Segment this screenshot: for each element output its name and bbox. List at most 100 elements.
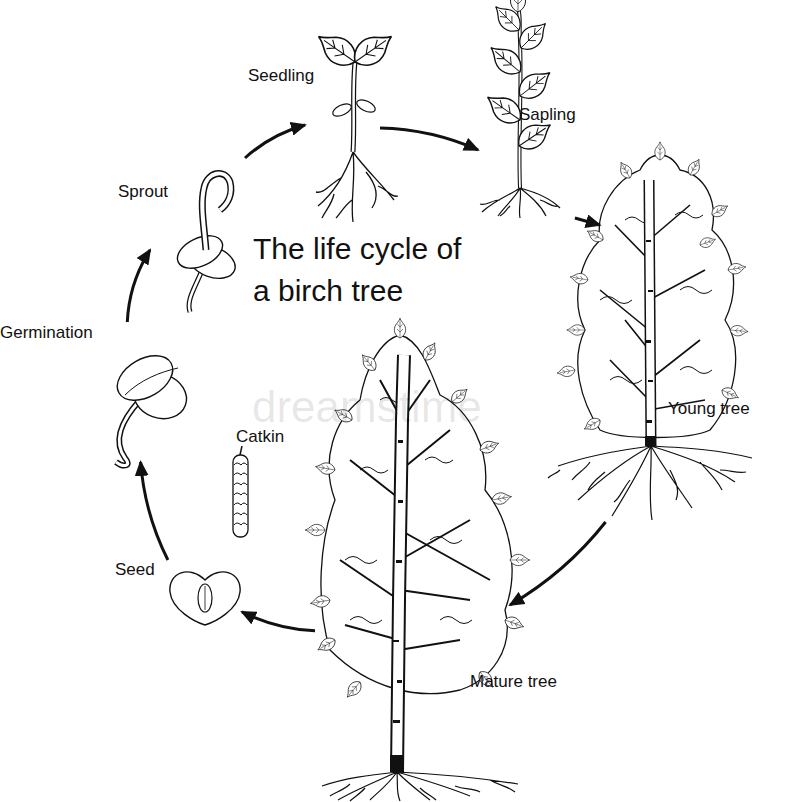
young-tree-drawing-part bbox=[600, 212, 712, 384]
cycle-arrow bbox=[575, 218, 600, 225]
cycle-arrow bbox=[127, 250, 150, 322]
mature-tree-drawing-part bbox=[315, 635, 338, 655]
sapling-drawing-part bbox=[489, 0, 526, 37]
sprout-drawing-part bbox=[202, 173, 231, 250]
seedling-drawing-part bbox=[348, 26, 399, 72]
young-tree-drawing-part bbox=[727, 262, 747, 275]
sapling-drawing-part bbox=[514, 17, 552, 55]
mature-tree-drawing-part bbox=[390, 755, 404, 772]
mature-tree-drawing-part bbox=[394, 318, 405, 338]
stage-label: Germination bbox=[0, 323, 93, 343]
mature-tree-drawing-part bbox=[310, 594, 331, 609]
seedling-drawing-part bbox=[316, 152, 398, 222]
mature-tree-drawing-part bbox=[397, 680, 402, 683]
young-tree-drawing bbox=[548, 142, 752, 520]
young-tree-drawing-part bbox=[698, 235, 717, 249]
seedling-drawing bbox=[311, 26, 399, 222]
seed-drawing bbox=[170, 572, 240, 625]
stage-label: Sapling bbox=[519, 105, 576, 125]
cycle-arrow bbox=[245, 125, 305, 158]
life-stage: Germination bbox=[0, 322, 190, 462]
young-tree-drawing-part bbox=[646, 420, 652, 423]
seedling-drawing-part bbox=[355, 97, 377, 115]
seedling-drawing-part bbox=[353, 62, 355, 152]
mature-tree-drawing-part bbox=[478, 438, 500, 455]
young-tree-drawing-part bbox=[686, 157, 704, 178]
sprout-drawing-part bbox=[189, 268, 203, 312]
mature-tree-drawing-part bbox=[396, 560, 402, 563]
stage-label: Young tree bbox=[668, 399, 750, 419]
sapling-drawing-part bbox=[510, 0, 525, 12]
young-tree-drawing-part bbox=[646, 240, 651, 242]
mature-tree-drawing-part bbox=[503, 615, 525, 632]
young-tree-drawing-part bbox=[616, 160, 634, 181]
stage-label: Sprout bbox=[118, 182, 168, 202]
germination-drawing-part bbox=[125, 368, 178, 395]
diagram-title: The life cycle of a birch tree bbox=[253, 228, 478, 312]
sapling-drawing-part bbox=[518, 8, 521, 188]
mature-tree-drawing-part bbox=[393, 720, 400, 723]
catkin-drawing-part bbox=[240, 446, 242, 455]
seed-drawing-part bbox=[198, 584, 212, 612]
catkin-drawing bbox=[233, 446, 248, 537]
mature-tree-drawing-part bbox=[393, 640, 399, 642]
mature-tree-drawing-part bbox=[510, 554, 530, 565]
young-tree-drawing-part bbox=[645, 436, 656, 446]
sprout-drawing-part bbox=[172, 229, 227, 275]
sapling-drawing-part bbox=[513, 64, 556, 104]
young-tree-drawing-part bbox=[648, 380, 653, 382]
young-tree-drawing-part bbox=[730, 325, 749, 337]
young-tree-drawing-part bbox=[645, 340, 651, 343]
sapling-drawing-part bbox=[484, 39, 527, 80]
seed-drawing-part bbox=[205, 586, 206, 610]
young-tree-drawing-part bbox=[655, 142, 665, 160]
life-stage: Seedling bbox=[305, 20, 380, 220]
germination-drawing-part bbox=[110, 347, 181, 410]
young-tree-drawing-part bbox=[569, 272, 589, 285]
seedling-drawing-part bbox=[331, 101, 353, 119]
watermark: dreamstime bbox=[252, 380, 482, 433]
sprout-drawing bbox=[172, 173, 239, 312]
cycle-arrow bbox=[510, 522, 606, 605]
young-tree-drawing-part bbox=[649, 180, 651, 446]
young-tree-drawing-part bbox=[582, 416, 603, 434]
mature-tree-drawing-part bbox=[315, 461, 336, 476]
stage-label: Seedling bbox=[248, 66, 314, 86]
stage-label: Mature tree bbox=[470, 672, 557, 692]
sprout-drawing-part bbox=[189, 268, 203, 312]
life-stage: Young tree bbox=[590, 225, 785, 522]
mature-tree-drawing-part bbox=[491, 491, 512, 506]
stage-label: Seed bbox=[115, 560, 155, 580]
catkin-drawing-part bbox=[233, 455, 248, 537]
germination-drawing-part bbox=[116, 400, 140, 465]
mature-tree-drawing-part bbox=[343, 678, 364, 700]
mature-tree-drawing-part bbox=[420, 340, 440, 363]
seed-drawing-part bbox=[170, 572, 240, 625]
mature-tree-drawing-part bbox=[398, 500, 403, 503]
mature-tree-drawing-part bbox=[305, 524, 325, 535]
germination-drawing bbox=[110, 347, 193, 466]
young-tree-drawing-part bbox=[648, 290, 653, 292]
mature-tree-drawing-part bbox=[398, 440, 403, 443]
cycle-arrow bbox=[141, 462, 168, 560]
young-tree-drawing-part bbox=[548, 446, 752, 520]
cycle-arrow bbox=[242, 612, 315, 631]
mature-tree-drawing-part bbox=[358, 351, 379, 373]
life-stage: Sprout bbox=[150, 150, 245, 310]
young-tree-drawing-part bbox=[649, 180, 651, 446]
young-tree-drawing-part bbox=[578, 155, 736, 438]
seedling-drawing-part bbox=[311, 26, 362, 72]
sprout-drawing-part bbox=[202, 173, 231, 250]
cycle-arrow bbox=[380, 128, 478, 150]
young-tree-drawing-part bbox=[567, 325, 585, 335]
life-stage: Seed bbox=[112, 560, 242, 630]
life-stage: Sapling bbox=[478, 5, 592, 218]
germination-drawing-part bbox=[116, 400, 140, 465]
young-tree-drawing-part bbox=[709, 201, 730, 219]
young-tree-drawing-part bbox=[585, 226, 606, 244]
seedling-drawing-part bbox=[353, 62, 355, 152]
young-tree-drawing-part bbox=[556, 365, 576, 378]
sapling-drawing-part bbox=[518, 8, 521, 188]
mature-tree-drawing-part bbox=[322, 772, 518, 801]
